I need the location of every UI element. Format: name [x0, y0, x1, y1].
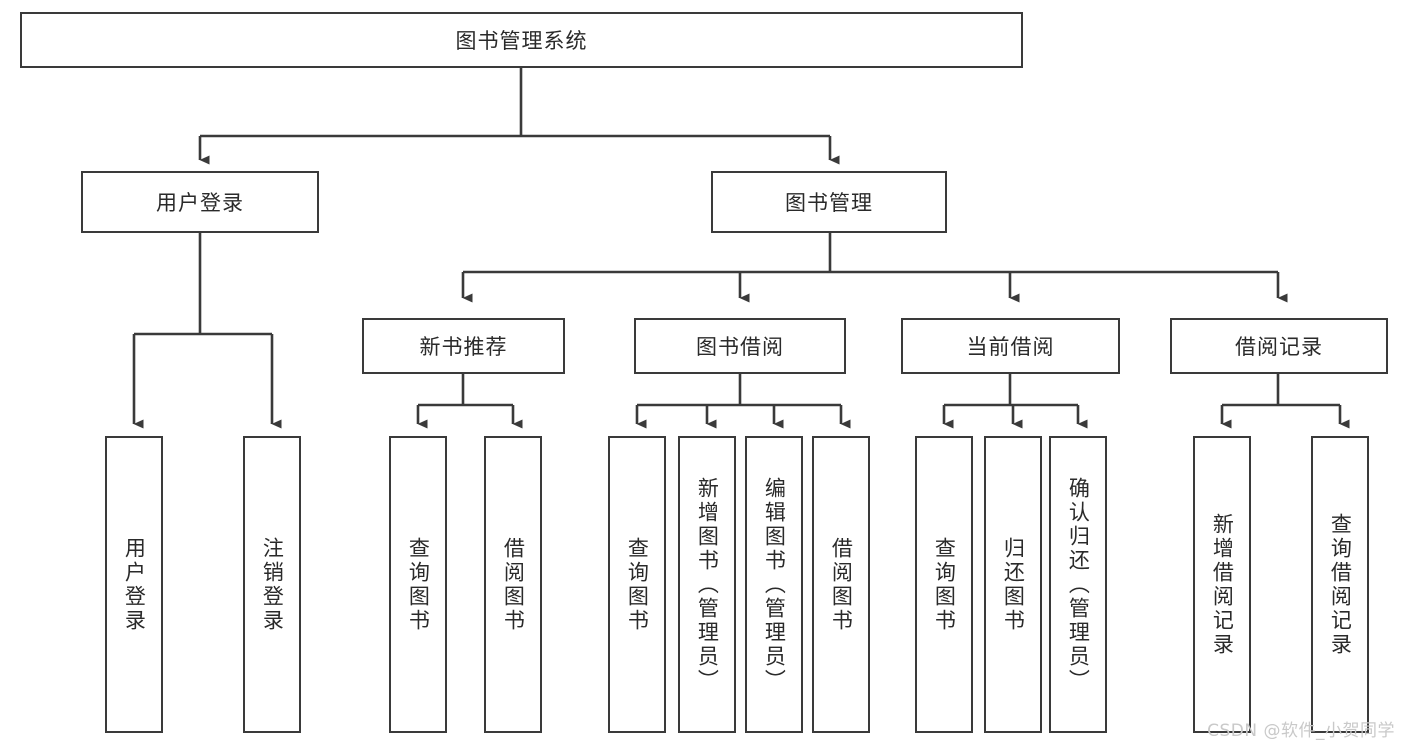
node-book-manage-label: 图书管理 — [785, 191, 873, 215]
node-root-label: 图书管理系统 — [455, 29, 588, 53]
node-leaf-edit-book-label: 编辑图书（管理员） — [762, 476, 787, 693]
node-leaf-add-record[interactable]: 新增借阅记录 — [1193, 436, 1251, 733]
node-root[interactable]: 图书管理系统 — [20, 12, 1023, 68]
node-user-login-label: 用户登录 — [156, 191, 244, 215]
node-new-book-rec[interactable]: 新书推荐 — [362, 318, 565, 374]
node-book-borrow[interactable]: 图书借阅 — [634, 318, 846, 374]
node-leaf-query-book-2-label: 查询图书 — [625, 536, 650, 633]
node-leaf-borrow-book-1-label: 借阅图书 — [501, 536, 526, 633]
node-leaf-borrow-book-2-label: 借阅图书 — [829, 536, 854, 633]
node-leaf-logout[interactable]: 注销登录 — [243, 436, 301, 733]
node-borrow-record[interactable]: 借阅记录 — [1170, 318, 1388, 374]
node-leaf-edit-book[interactable]: 编辑图书（管理员） — [745, 436, 803, 733]
node-leaf-query-book-1-label: 查询图书 — [406, 536, 431, 633]
node-borrow-record-label: 借阅记录 — [1235, 335, 1323, 359]
node-leaf-query-book-3-label: 查询图书 — [932, 536, 957, 633]
watermark-text: CSDN @软件_小贺同学 — [1207, 721, 1395, 741]
node-book-borrow-label: 图书借阅 — [696, 335, 784, 359]
node-leaf-return-book[interactable]: 归还图书 — [984, 436, 1042, 733]
node-leaf-add-record-label: 新增借阅记录 — [1210, 512, 1235, 657]
node-book-manage[interactable]: 图书管理 — [711, 171, 947, 233]
node-leaf-user-login-label: 用户登录 — [122, 536, 147, 633]
node-current-borrow[interactable]: 当前借阅 — [901, 318, 1120, 374]
node-leaf-logout-label: 注销登录 — [260, 536, 285, 633]
node-leaf-user-login[interactable]: 用户登录 — [105, 436, 163, 733]
node-leaf-query-record-label: 查询借阅记录 — [1328, 512, 1353, 657]
node-new-book-rec-label: 新书推荐 — [419, 335, 508, 359]
node-leaf-query-record[interactable]: 查询借阅记录 — [1311, 436, 1369, 733]
node-leaf-query-book-1[interactable]: 查询图书 — [389, 436, 447, 733]
node-leaf-return-book-label: 归还图书 — [1001, 536, 1026, 633]
node-leaf-query-book-3[interactable]: 查询图书 — [915, 436, 973, 733]
node-leaf-add-book-label: 新增图书（管理员） — [695, 476, 720, 693]
node-leaf-borrow-book-1[interactable]: 借阅图书 — [484, 436, 542, 733]
node-leaf-borrow-book-2[interactable]: 借阅图书 — [812, 436, 870, 733]
node-leaf-confirm-return[interactable]: 确认归还（管理员） — [1049, 436, 1107, 733]
node-leaf-confirm-return-label: 确认归还（管理员） — [1066, 476, 1091, 693]
node-user-login[interactable]: 用户登录 — [81, 171, 319, 233]
node-leaf-query-book-2[interactable]: 查询图书 — [608, 436, 666, 733]
node-leaf-add-book[interactable]: 新增图书（管理员） — [678, 436, 736, 733]
node-current-borrow-label: 当前借阅 — [966, 335, 1055, 359]
